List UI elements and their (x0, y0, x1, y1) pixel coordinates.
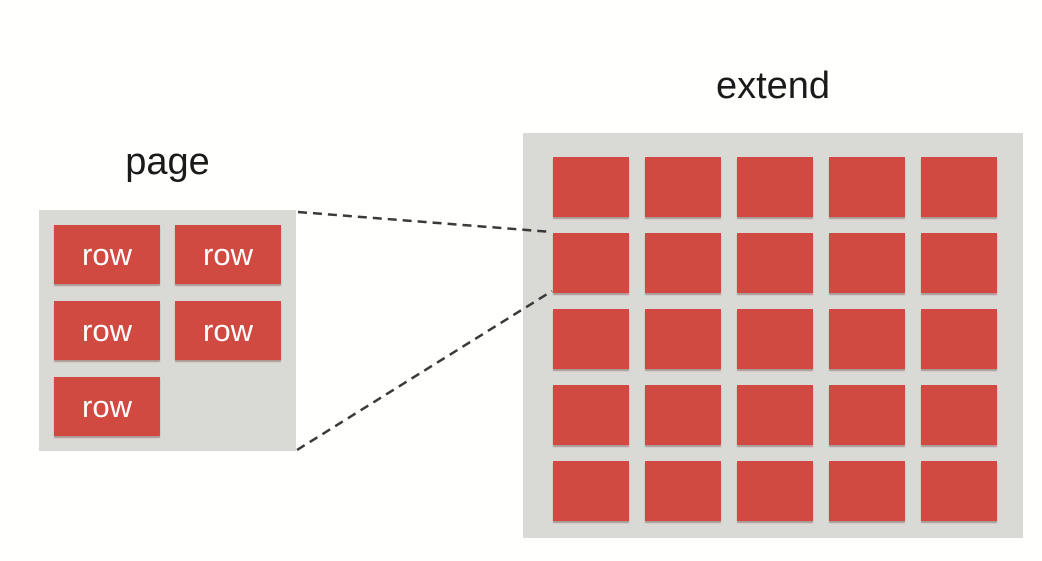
extend-cell-box (645, 157, 721, 217)
extend-cell-box (645, 233, 721, 293)
extend-cell-box (829, 385, 905, 445)
extend-cell-box (737, 157, 813, 217)
connector-line-bottom (296, 289, 553, 452)
extend-cell-box (921, 385, 997, 445)
extend-cell-box (737, 461, 813, 521)
page-row-box: row (175, 225, 281, 284)
extend-cell-box (645, 385, 721, 445)
page-label: page (125, 141, 210, 183)
extend-cell-box (737, 233, 813, 293)
page-row-box: row (54, 377, 160, 436)
page-row-box: row (175, 301, 281, 360)
connector-line-top (297, 210, 553, 234)
extend-cell-box (645, 461, 721, 521)
extend-cell-box (921, 157, 997, 217)
extend-cell-box (553, 157, 629, 217)
extend-cell-box (737, 309, 813, 369)
extend-cell-box (553, 385, 629, 445)
extend-cell-box (829, 157, 905, 217)
page-row-box: row (54, 225, 160, 284)
page-row-box: row (54, 301, 160, 360)
extend-cell-box (829, 233, 905, 293)
extend-cell-box (921, 309, 997, 369)
extend-cell-box (921, 233, 997, 293)
extend-cell-box (645, 309, 721, 369)
extend-cell-box (553, 461, 629, 521)
extend-cell-box (921, 461, 997, 521)
extend-cell-box (829, 309, 905, 369)
extend-cell-box (829, 461, 905, 521)
extend-grid (523, 133, 1023, 538)
extend-cell-box (737, 385, 813, 445)
extend-cell-box (553, 233, 629, 293)
extend-label: extend (715, 65, 831, 107)
extend-cell-box (553, 309, 629, 369)
extend-panel (523, 133, 1023, 538)
